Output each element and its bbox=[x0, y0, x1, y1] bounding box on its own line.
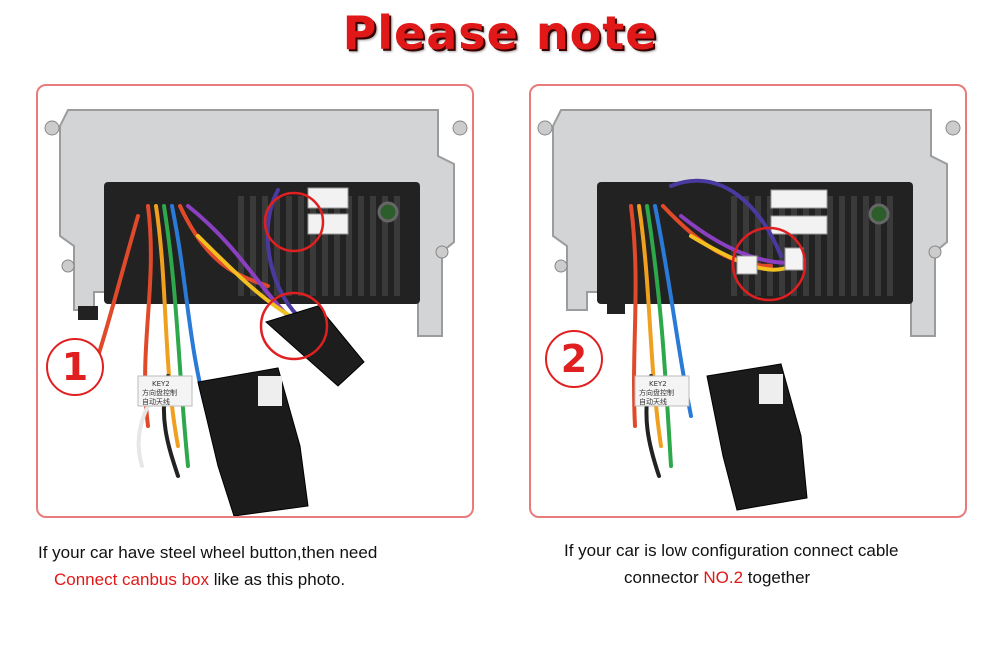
caption-left-rest: like as this photo. bbox=[209, 570, 346, 589]
caption-right-line1: If your car is low configuration connect… bbox=[564, 541, 899, 560]
highlight-circle-icon bbox=[731, 226, 807, 302]
caption-right-pre: connector bbox=[624, 568, 704, 587]
highlight-circle-icon bbox=[259, 291, 329, 361]
caption-right: If your car is low configuration connect… bbox=[564, 537, 899, 591]
photo-tag-key: KEY2 bbox=[152, 380, 170, 388]
head-unit-photo-canbus: KEY2 方向盘控制 自动天线 bbox=[44, 109, 468, 516]
page-title: Please note bbox=[342, 6, 658, 60]
caption-left-line1: If your car have steel wheel button,then… bbox=[38, 543, 378, 562]
photo-tag-steering: 方向盘控制 bbox=[639, 388, 674, 397]
caption-left-highlight: Connect canbus box bbox=[54, 570, 209, 589]
step-number-badge: 1 bbox=[46, 338, 104, 396]
caption-right-rest: together bbox=[743, 568, 811, 587]
photo-tag-antenna: 自动天线 bbox=[639, 397, 667, 406]
step-number-badge: 2 bbox=[545, 330, 603, 388]
photo-panel-1: KEY2 方向盘控制 自动天线 1 bbox=[36, 84, 474, 518]
caption-left: If your car have steel wheel button,then… bbox=[38, 539, 377, 593]
caption-left-line2: Connect canbus box like as this photo. bbox=[38, 566, 377, 593]
head-unit-photo-low-config: KEY2 方向盘控制 自动天线 bbox=[537, 109, 961, 511]
caption-right-line2: connector NO.2 together bbox=[564, 564, 899, 591]
photo-tag-key: KEY2 bbox=[649, 380, 667, 388]
highlight-circle-icon bbox=[263, 191, 325, 253]
caption-right-highlight: NO.2 bbox=[703, 568, 744, 587]
photo-tag-antenna: 自动天线 bbox=[142, 397, 170, 406]
photo-panel-2: KEY2 方向盘控制 自动天线 2 bbox=[529, 84, 967, 518]
photo-tag-steering: 方向盘控制 bbox=[142, 388, 177, 397]
